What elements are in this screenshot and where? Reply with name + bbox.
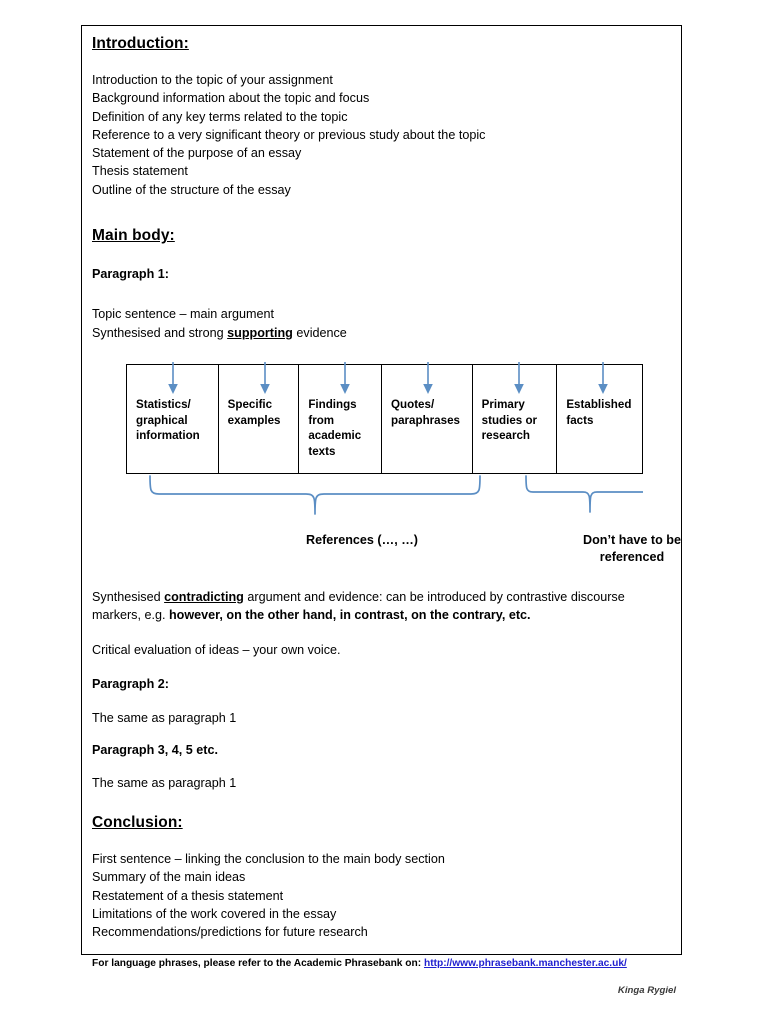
paragraph-1-label: Paragraph 1:	[92, 267, 169, 282]
evidence-types-diagram: Statistics/ graphical information Specif…	[92, 356, 681, 588]
down-arrow-icon	[168, 361, 178, 394]
spacer	[92, 53, 672, 71]
intro-item: Outline of the structure of the essay	[92, 182, 291, 197]
evidence-box-findings: Findings from academic texts	[299, 361, 383, 473]
evidence-box-specific-examples: Specific examples	[219, 361, 300, 473]
spacer	[92, 659, 672, 675]
supporting-evidence-line: Synthesised and strong supporting eviden…	[92, 324, 672, 342]
conclusion-item: Limitations of the work covered in the e…	[92, 906, 337, 921]
contradicting-middle: argument and evidence: can be introduced…	[92, 589, 625, 623]
evidence-box-label: Findings from academic texts	[308, 397, 362, 458]
spacer	[92, 832, 672, 850]
down-arrow-icon	[513, 361, 524, 394]
conclusion-item: Summary of the main ideas	[92, 870, 246, 885]
evidence-box-label: Established facts	[566, 397, 632, 427]
spacer	[92, 283, 672, 305]
spacer	[92, 625, 672, 641]
evidence-box-label: Primary studies or research	[481, 397, 538, 443]
intro-item: Definition of any key terms related to t…	[92, 109, 348, 124]
evidence-box-label: Specific examples	[227, 397, 281, 427]
paragraph-2-text: The same as paragraph 1	[92, 711, 237, 726]
paragraph-2-label: Paragraph 2:	[92, 676, 169, 691]
spacer	[92, 693, 672, 709]
contradicting-markers: however, on the other hand, in contrast,…	[168, 608, 531, 623]
evidence-box-label: Quotes/ paraphrases	[391, 397, 460, 427]
paragraph-345-text: The same as paragraph 1	[92, 775, 237, 790]
heading-conclusion: Conclusion:	[92, 814, 183, 832]
conclusion-item: First sentence – linking the conclusion …	[92, 852, 445, 867]
contradicting-evidence-paragraph: Synthesised contradicting argument and e…	[92, 588, 672, 625]
down-arrow-icon	[259, 361, 270, 394]
grouping-braces	[149, 475, 643, 515]
spacer	[92, 760, 672, 774]
evidence-box-row: Statistics/ graphical information Specif…	[126, 361, 643, 474]
contradicting-prefix: Synthesised	[92, 589, 165, 604]
caption-references: References (…, …)	[306, 532, 418, 547]
conclusion-item: Restatement of a thesis statement	[92, 888, 284, 903]
intro-item: Thesis statement	[92, 164, 188, 179]
evidence-box-label: Statistics/ graphical information	[136, 397, 200, 443]
caption-no-reference: Don’t have to be referenced	[583, 532, 681, 564]
supporting-suffix: evidence	[292, 325, 347, 340]
footer-note: For language phrases, please refer to th…	[92, 958, 627, 969]
down-arrow-icon	[423, 361, 433, 394]
brace-no-reference	[525, 475, 643, 513]
author-signature: Kinga Rygiel	[617, 985, 676, 996]
contradicting-emphasis: contradicting	[164, 589, 244, 604]
intro-item: Reference to a very significant theory o…	[92, 127, 486, 142]
down-arrow-icon	[598, 361, 609, 394]
document-body: Introduction: Introduction to the topic …	[92, 25, 681, 942]
heading-main-body: Main body:	[92, 227, 175, 245]
brace-references	[149, 475, 481, 515]
topic-sentence-line: Topic sentence – main argument	[92, 307, 275, 322]
intro-item: Statement of the purpose of an essay	[92, 146, 302, 161]
heading-introduction: Introduction:	[92, 35, 189, 52]
page-border	[81, 25, 682, 955]
intro-item: Background information about the topic a…	[92, 91, 370, 106]
evidence-box-primary-studies: Primary studies or research	[473, 361, 558, 473]
down-arrow-icon	[340, 361, 351, 394]
supporting-emphasis: supporting	[227, 325, 293, 340]
spacer	[92, 727, 672, 741]
conclusion-item: Recommendations/predictions for future r…	[92, 925, 368, 940]
footer-note-text: For language phrases, please refer to th…	[92, 958, 422, 969]
supporting-prefix: Synthesised and strong	[92, 325, 228, 340]
paragraph-345-label: Paragraph 3, 4, 5 etc.	[92, 743, 218, 758]
intro-item: Introduction to the topic of your assign…	[92, 73, 333, 87]
evidence-box-statistics: Statistics/ graphical information	[127, 361, 219, 473]
evidence-box-quotes: Quotes/ paraphrases	[382, 361, 473, 473]
spacer	[92, 245, 672, 265]
phrasebank-link[interactable]: http://www.phrasebank.manchester.ac.uk/	[423, 958, 627, 969]
critical-evaluation-line: Critical evaluation of ideas – your own …	[92, 642, 341, 657]
evidence-box-established-facts: Established facts	[557, 361, 642, 473]
